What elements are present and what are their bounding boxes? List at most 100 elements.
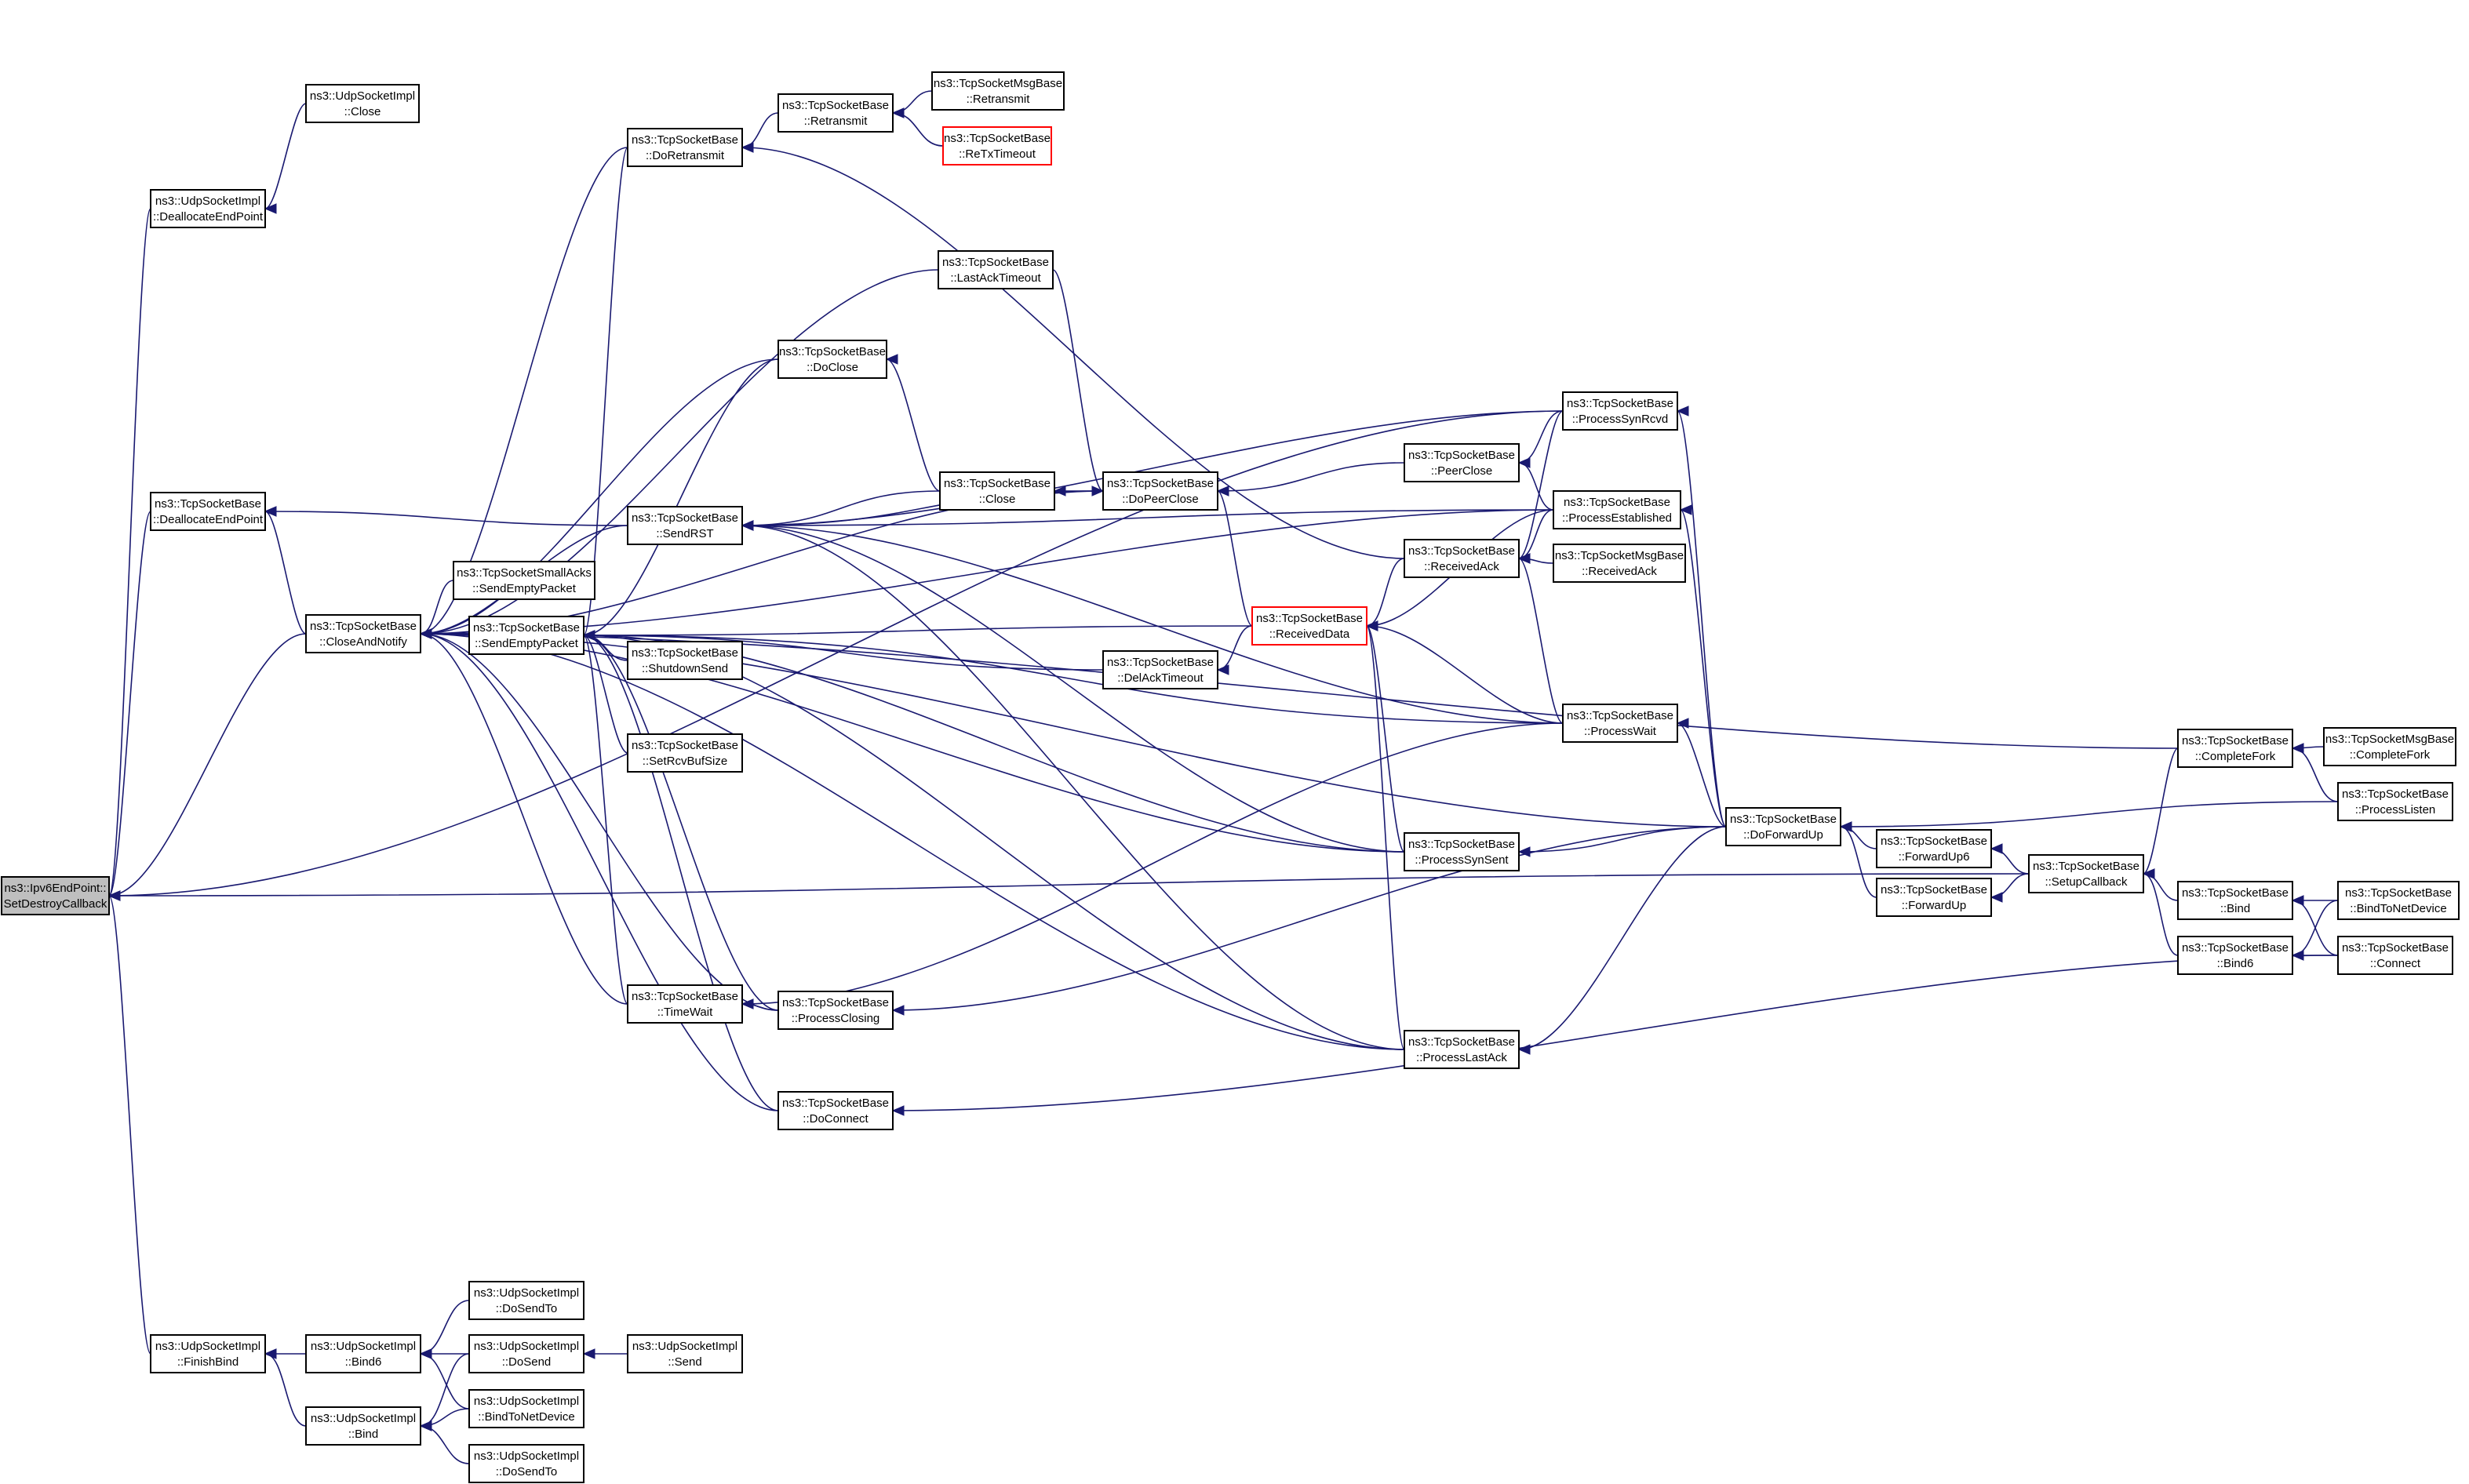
- node-label-line1: ns3::UdpSocketImpl: [310, 89, 415, 103]
- node-setupCallback[interactable]: ns3::TcpSocketBase::SetupCallback: [2028, 854, 2144, 893]
- node-label-line1: ns3::TcpSocketBase: [1730, 813, 1837, 826]
- node-connect[interactable]: ns3::TcpSocketBase::Connect: [2337, 936, 2453, 975]
- node-label-line2: ::DeallocateEndPoint: [153, 210, 264, 224]
- node-box: [150, 1334, 266, 1373]
- node-smallAcksSend[interactable]: ns3::TcpSocketSmallAcks::SendEmptyPacket: [453, 561, 595, 600]
- arrowhead-icon: [1216, 664, 1229, 675]
- node-label-line1: ns3::TcpSocketBase: [2182, 941, 2289, 955]
- node-udpBind6[interactable]: ns3::UdpSocketImpl::Bind6: [305, 1334, 421, 1373]
- node-label-line1: ns3::TcpSocketBase: [632, 739, 738, 752]
- node-reTxTimeout[interactable]: ns3::TcpSocketBase::ReTxTimeout: [942, 126, 1052, 165]
- edge-closeAndNotify-to-root: [108, 633, 307, 897]
- node-doRetransmit[interactable]: ns3::TcpSocketBase::DoRetransmit: [627, 128, 743, 167]
- node-udpBind[interactable]: ns3::UdpSocketImpl::Bind: [305, 1406, 421, 1446]
- edge-retransmit-to-doRetransmit: [741, 112, 779, 148]
- node-receivedData[interactable]: ns3::TcpSocketBase::ReceivedData: [1251, 606, 1367, 646]
- node-delAckTimeout[interactable]: ns3::TcpSocketBase::DelAckTimeout: [1102, 650, 1218, 689]
- node-udpDealloc[interactable]: ns3::UdpSocketImpl::DeallocateEndPoint: [150, 189, 266, 228]
- edge-udpBind-to-udpFinishBind: [264, 1353, 307, 1427]
- node-processListen[interactable]: ns3::TcpSocketBase::ProcessListen: [2337, 782, 2453, 821]
- node-box: [627, 506, 743, 545]
- edge-sendRST-to-tcpDealloc: [264, 511, 628, 526]
- node-retransmit[interactable]: ns3::TcpSocketBase::Retransmit: [777, 93, 894, 133]
- node-sendRST[interactable]: ns3::TcpSocketBase::SendRST: [627, 506, 743, 545]
- node-label-line1: ns3::TcpSocketBase: [632, 511, 738, 525]
- node-label-line1: ns3::TcpSocketMsgBase: [934, 77, 1062, 90]
- node-label-line2: ::CompleteFork: [2195, 750, 2276, 763]
- node-udpDoSend[interactable]: ns3::UdpSocketImpl::DoSend: [468, 1334, 584, 1373]
- node-timeWait[interactable]: ns3::TcpSocketBase::TimeWait: [627, 984, 743, 1024]
- node-label-line1: ns3::TcpSocketBase: [1408, 1035, 1515, 1049]
- node-processLastAck[interactable]: ns3::TcpSocketBase::ProcessLastAck: [1404, 1030, 1520, 1069]
- node-processSynRcvd[interactable]: ns3::TcpSocketBase::ProcessSynRcvd: [1562, 391, 1678, 431]
- node-doClose[interactable]: ns3::TcpSocketBase::DoClose: [777, 340, 887, 379]
- edge-processWait-to-timeWait: [741, 722, 1564, 1005]
- node-msgRetransmit[interactable]: ns3::TcpSocketMsgBase::Retransmit: [931, 71, 1065, 111]
- node-shutdownSend[interactable]: ns3::TcpSocketBase::ShutdownSend: [627, 641, 743, 680]
- node-label-line2: ::LastAckTimeout: [950, 271, 1041, 285]
- node-udpBindToNetDevice[interactable]: ns3::UdpSocketImpl::BindToNetDevice: [468, 1389, 584, 1428]
- node-udpFinishBind[interactable]: ns3::UdpSocketImpl::FinishBind: [150, 1334, 266, 1373]
- node-processClosing[interactable]: ns3::TcpSocketBase::ProcessClosing: [777, 991, 894, 1030]
- node-peerClose[interactable]: ns3::TcpSocketBase::PeerClose: [1404, 443, 1520, 482]
- node-processEstablished[interactable]: ns3::TcpSocketBase::ProcessEstablished: [1553, 490, 1681, 529]
- node-box: [305, 84, 420, 123]
- node-udpClose[interactable]: ns3::UdpSocketImpl::Close: [305, 84, 420, 123]
- node-udpSend[interactable]: ns3::UdpSocketImpl::Send: [627, 1334, 743, 1373]
- node-completeFork[interactable]: ns3::TcpSocketBase::CompleteFork: [2177, 729, 2293, 768]
- edge-processLastAck-to-closeAndNotify: [420, 633, 1405, 1050]
- node-box: [1562, 391, 1678, 431]
- node-closeAndNotify[interactable]: ns3::TcpSocketBase::CloseAndNotify: [305, 614, 421, 653]
- node-label-line1: ns3::Ipv6EndPoint::: [4, 882, 106, 895]
- node-lastAckTimeout[interactable]: ns3::TcpSocketBase::LastAckTimeout: [938, 250, 1054, 289]
- node-box: [305, 1334, 421, 1373]
- node-label-line1: ns3::TcpSocketBase: [2182, 886, 2289, 900]
- node-forwardUp6[interactable]: ns3::TcpSocketBase::ForwardUp6: [1876, 829, 1992, 868]
- edge-processSynSent-to-sendRST: [741, 525, 1405, 853]
- node-bind6[interactable]: ns3::TcpSocketBase::Bind6: [2177, 936, 2293, 975]
- arrowhead-icon: [582, 630, 595, 641]
- node-udpDoSendTo1[interactable]: ns3::UdpSocketImpl::DoSendTo: [468, 1281, 584, 1320]
- node-label-line2: ::ProcessLastAck: [1416, 1051, 1507, 1064]
- node-setRcvBufSize[interactable]: ns3::TcpSocketBase::SetRcvBufSize: [627, 733, 743, 773]
- node-label-line2: ::ProcessClosing: [792, 1012, 880, 1025]
- node-close[interactable]: ns3::TcpSocketBase::Close: [939, 471, 1055, 511]
- node-box: [627, 128, 743, 167]
- graph-nodes: ns3::Ipv6EndPoint::SetDestroyCallbackns3…: [1, 71, 2460, 1483]
- node-bind[interactable]: ns3::TcpSocketBase::Bind: [2177, 881, 2293, 920]
- node-forwardUp[interactable]: ns3::TcpSocketBase::ForwardUp: [1876, 878, 1992, 917]
- node-label-line2: ::ReceivedData: [1269, 627, 1350, 641]
- node-label-line2: ::ProcessWait: [1584, 725, 1657, 738]
- node-label-line2: ::Close: [979, 493, 1016, 506]
- node-label-line2: ::ProcessEstablished: [1562, 511, 1672, 525]
- node-bindToNetDevice[interactable]: ns3::TcpSocketBase::BindToNetDevice: [2337, 881, 2460, 920]
- arrowhead-icon: [1676, 718, 1689, 729]
- node-doConnect[interactable]: ns3::TcpSocketBase::DoConnect: [777, 1091, 894, 1130]
- node-sendEmptyPacket[interactable]: ns3::TcpSocketBase::SendEmptyPacket: [468, 616, 584, 655]
- node-udpDoSendTo2[interactable]: ns3::UdpSocketImpl::DoSendTo: [468, 1444, 584, 1483]
- node-receivedAck[interactable]: ns3::TcpSocketBase::ReceivedAck: [1404, 539, 1520, 578]
- edge-setupCallback-to-forwardUp6: [1990, 848, 2030, 875]
- node-msgReceivedAck[interactable]: ns3::TcpSocketMsgBase::ReceivedAck: [1553, 544, 1686, 583]
- edge-doForwardUp-to-processLastAck: [1518, 826, 1727, 1050]
- edge-processEstablished-to-peerClose: [1518, 462, 1554, 511]
- node-label-line1: ns3::TcpSocketBase: [1256, 612, 1363, 625]
- node-box: [942, 126, 1052, 165]
- edge-doConnect-to-sendEmptyPacket: [583, 635, 779, 1111]
- node-root[interactable]: ns3::Ipv6EndPoint::SetDestroyCallback: [1, 876, 110, 915]
- node-label-line2: ::PeerClose: [1431, 464, 1492, 478]
- arrowhead-icon: [1990, 892, 2003, 903]
- node-doPeerClose[interactable]: ns3::TcpSocketBase::DoPeerClose: [1102, 471, 1218, 511]
- node-tcpDealloc[interactable]: ns3::TcpSocketBase::DeallocateEndPoint: [150, 492, 266, 531]
- node-label-line1: ns3::TcpSocketBase: [1564, 496, 1670, 509]
- node-processSynSent[interactable]: ns3::TcpSocketBase::ProcessSynSent: [1404, 832, 1520, 871]
- node-msgCompleteFork[interactable]: ns3::TcpSocketMsgBase::CompleteFork: [2323, 727, 2456, 766]
- node-label-line1: ns3::TcpSocketBase: [2033, 860, 2139, 873]
- node-doForwardUp[interactable]: ns3::TcpSocketBase::DoForwardUp: [1725, 807, 1841, 846]
- node-box: [2177, 881, 2293, 920]
- node-label-line2: SetDestroyCallback: [4, 897, 107, 911]
- node-label-line1: ns3::TcpSocketBase: [1408, 838, 1515, 851]
- node-processWait[interactable]: ns3::TcpSocketBase::ProcessWait: [1562, 704, 1678, 743]
- node-label-line1: ns3::TcpSocketBase: [2342, 941, 2449, 955]
- edge-receivedData-to-doPeerClose: [1217, 490, 1253, 627]
